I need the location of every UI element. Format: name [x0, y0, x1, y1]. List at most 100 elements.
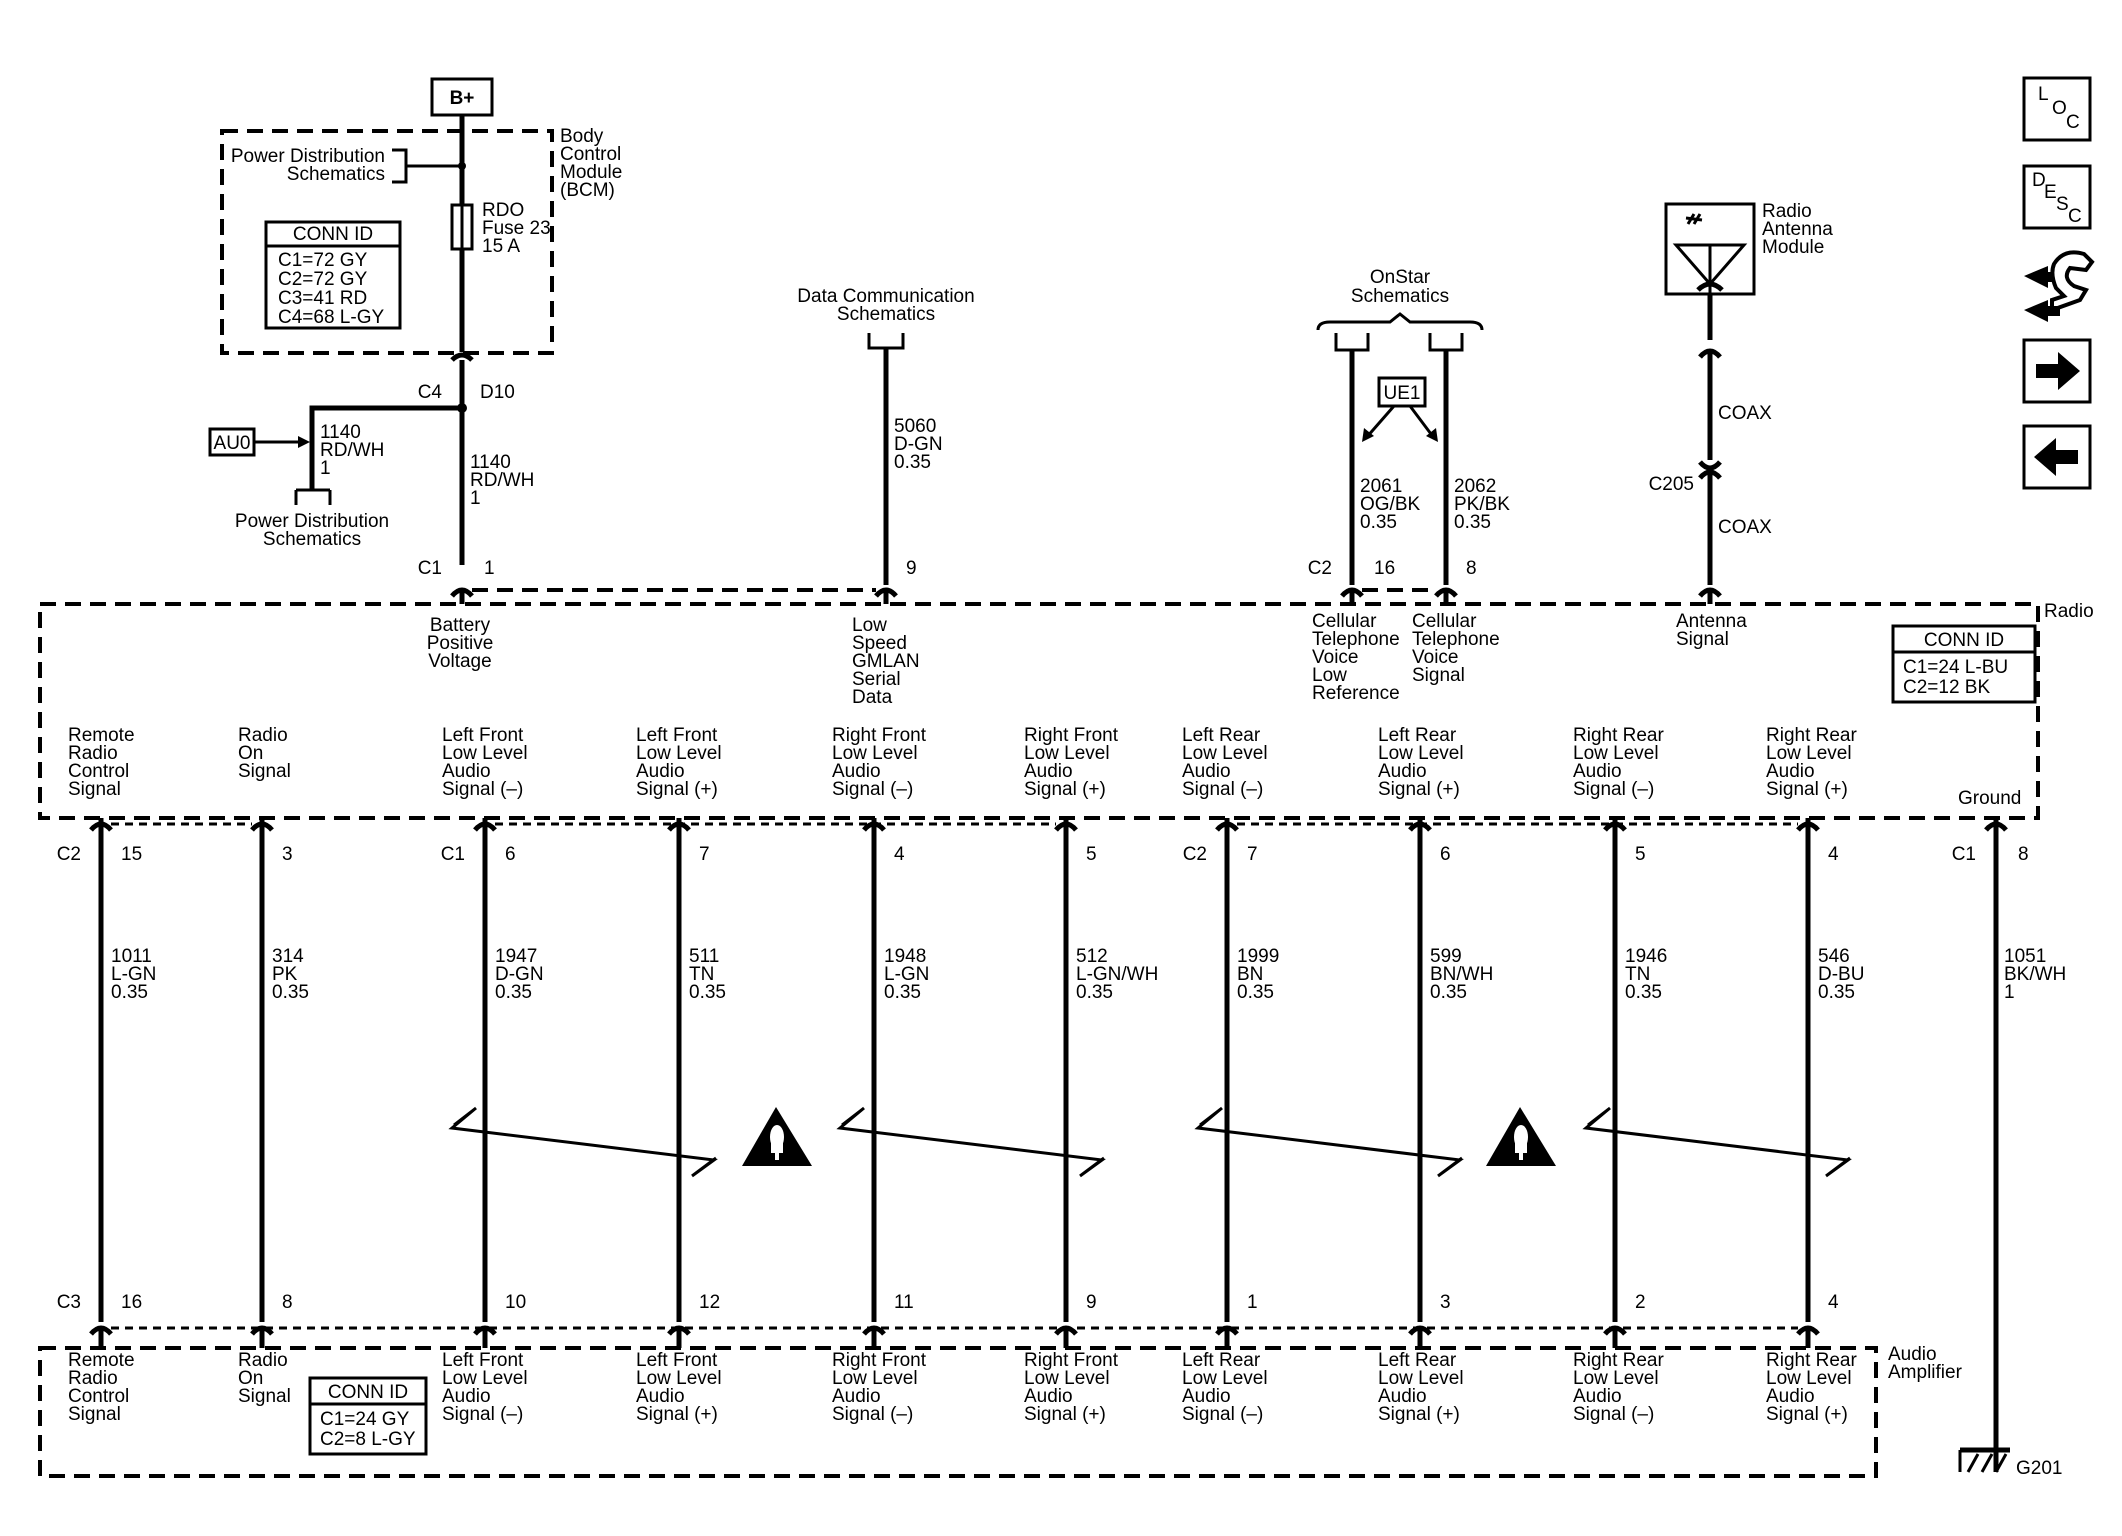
wire-label-line: 1999: [1237, 946, 1279, 967]
pin-label-line: Left Rear: [1182, 725, 1261, 746]
amp-connector: [1796, 1325, 1820, 1336]
pin-label-line: Left Front: [636, 1350, 718, 1371]
pin-label-line: Audio: [1024, 761, 1073, 782]
desc-letter: S: [2056, 194, 2069, 215]
radio-pin-label: 6: [1440, 844, 1451, 865]
wire-5060-label: 5060 D-GN 0.35: [894, 416, 943, 473]
wire-2062-label: 2062 PK/BK 0.35: [1454, 476, 1510, 533]
power-distribution-ref-bottom[interactable]: Power Distribution Schematics: [235, 511, 389, 550]
pin-label-line: Radio: [68, 743, 118, 764]
radio-label: Radio: [2044, 601, 2094, 622]
wire-label-line: 1011: [111, 946, 152, 967]
pin-label-line: Low Level: [1573, 1368, 1659, 1389]
wire-label-line: 546: [1818, 946, 1850, 967]
pds-top-line: Schematics: [287, 164, 385, 185]
pin-label-line: Battery: [430, 615, 491, 636]
amp-pin-label: 12: [699, 1292, 720, 1313]
radio-pin-label: 15: [121, 844, 142, 865]
pin-label-line: Low: [852, 615, 887, 636]
next-arrow-icon[interactable]: [2022, 338, 2092, 404]
bcm-conn-id-line: C2=72 GY: [278, 269, 368, 290]
pin-label-line: Low Level: [1378, 1368, 1464, 1389]
ground-conn-label: C1: [1952, 844, 1976, 865]
pin-label-line: Audio: [1182, 761, 1231, 782]
desc-letter: E: [2044, 182, 2057, 203]
wire-label-line: 1947: [495, 946, 537, 967]
pin-label-line: Right Front: [1024, 1350, 1119, 1371]
radio-top-pin: 9: [906, 558, 917, 579]
radio-pin-label: 3: [282, 844, 293, 865]
fuse-label-line: RDO: [482, 200, 524, 221]
radio-pin-label: 7: [1247, 844, 1258, 865]
pin-label-line: GMLAN: [852, 651, 920, 672]
amp-connector: [473, 1325, 497, 1336]
radio-top-conn-c1: C1: [418, 558, 442, 579]
pin-label-line: Low Level: [1378, 743, 1464, 764]
bcm-outline: [220, 129, 554, 355]
wire-label-line: 2062: [1454, 476, 1496, 497]
pin-label-line: Radio: [238, 1350, 288, 1371]
power-distribution-ref-top[interactable]: Power Distribution Schematics: [231, 146, 466, 185]
wire-1140-splice-label: 1140 RD/WH 1: [320, 422, 384, 479]
previous-arrow-icon[interactable]: [2022, 424, 2092, 490]
wire-label-line: 0.35: [1237, 982, 1274, 1003]
bcm-conn-id-line: C1=72 GY: [278, 250, 368, 271]
pin-label-line: Low Level: [1766, 743, 1852, 764]
pin-label-line: Right Front: [832, 725, 927, 746]
radio-top-pin-label: Antenna Signal: [1676, 611, 1747, 650]
bplus-terminal: B+: [430, 77, 494, 117]
bcm-d10-pin: D10: [480, 382, 515, 403]
wire-label-line: 1946: [1625, 946, 1667, 967]
radio-top-pin: 1: [484, 558, 495, 579]
amp-pin-label: 4: [1828, 1292, 1839, 1313]
coax-top-label: COAX: [1718, 403, 1772, 424]
onstar-ref[interactable]: OnStar Schematics: [1316, 267, 1484, 352]
radio-conn-id-line: C1=24 L-BU: [1903, 657, 2008, 678]
pin-label-line: Telephone: [1412, 629, 1500, 650]
amp-pin-label: 9: [1086, 1292, 1097, 1313]
au0-label: AU0: [214, 433, 251, 454]
wire-label-line: OG/BK: [1360, 494, 1421, 515]
wire-label-line: 5060: [894, 416, 936, 437]
bcm-label: Body Control Module (BCM): [560, 126, 622, 201]
pin-label-line: Audio: [1573, 761, 1622, 782]
pin-label-line: Remote: [68, 725, 135, 746]
radio-antenna-module: [1664, 202, 1756, 296]
loc-icon[interactable]: L O C: [2022, 76, 2092, 142]
pin-label-line: Audio: [1378, 761, 1427, 782]
pin-label-line: Low Level: [1182, 743, 1268, 764]
pds-bottom-line: Schematics: [263, 529, 361, 550]
amp-pin-label: 2: [1635, 1292, 1646, 1313]
connector-harness-icon[interactable]: [2024, 250, 2095, 322]
amp-pin-label: 16: [121, 1292, 142, 1313]
pin-label-line: Signal (–): [1573, 779, 1654, 800]
data-communication-ref[interactable]: Data Communication Schematics: [797, 286, 975, 350]
wire-label-line: 0.35: [272, 982, 309, 1003]
amp-connector: [250, 1325, 274, 1336]
c205-connector: [1698, 460, 1722, 471]
desc-icon[interactable]: D E S C: [2022, 164, 2092, 230]
wire-label-line: 0.35: [111, 982, 148, 1003]
pin-label-line: Left Rear: [1378, 1350, 1457, 1371]
pin-label-line: Audio: [1766, 1386, 1815, 1407]
amp-pin-label: 1: [1247, 1292, 1258, 1313]
pin-label-line: Signal (+): [1378, 1404, 1460, 1425]
radio-pin-label: 7: [699, 844, 710, 865]
radio-top-pin-label: Low Speed GMLAN Serial Data: [852, 615, 920, 708]
pin-label-line: Data: [852, 687, 893, 708]
desc-letter: C: [2068, 206, 2082, 227]
pin-label-line: Low Level: [832, 743, 918, 764]
pin-label-line: Left Rear: [1378, 725, 1457, 746]
fuse-label-line: Fuse 23: [482, 218, 551, 239]
pin-label-line: Cellular: [1312, 611, 1377, 632]
wire-label-line: 0.35: [1625, 982, 1662, 1003]
pin-label-line: Signal (–): [1182, 779, 1263, 800]
